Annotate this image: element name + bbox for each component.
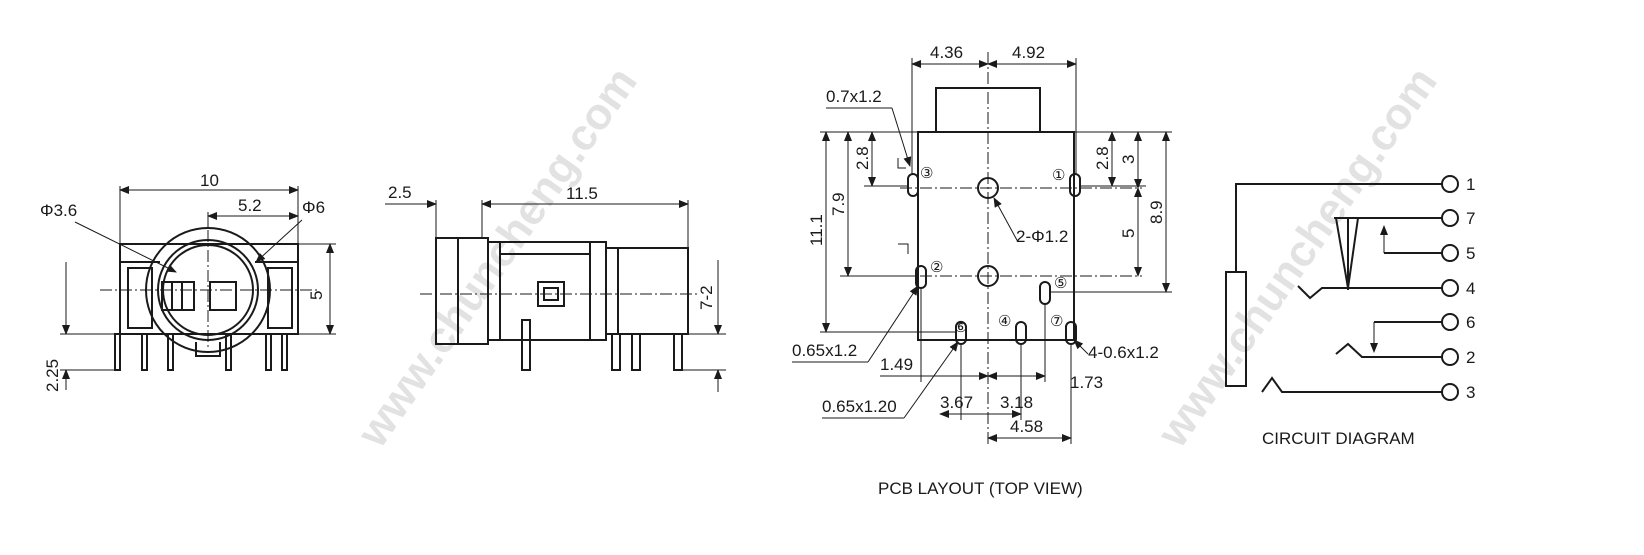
terminal-5 — [1441, 244, 1459, 262]
pcb-bottom-149-label: 1.49 — [880, 355, 913, 374]
side-view: 2.5 11.5 7-2 — [385, 183, 726, 392]
terminal-6 — [1441, 313, 1459, 331]
pcb-left-28-label: 2.8 — [853, 146, 872, 170]
pcb-slot — [1069, 173, 1081, 197]
pcb-right-28-label: 2.8 — [1093, 146, 1112, 170]
pcb-slot — [907, 173, 919, 197]
front-width-label: 10 — [200, 171, 219, 190]
terminal-label: 1 — [1466, 175, 1475, 194]
terminal-label: 4 — [1466, 279, 1475, 298]
side-lead-label: 2.5 — [388, 183, 412, 202]
watermark: www.chuncheng.com — [347, 58, 646, 456]
terminal-7 — [1441, 209, 1459, 227]
pcb-bottom-318-label: 3.18 — [1000, 393, 1033, 412]
terminal-4 — [1441, 279, 1459, 297]
side-length-label: 11.5 — [566, 184, 598, 203]
pcb-top-right-label: 4.92 — [1012, 43, 1045, 62]
terminal-label: 6 — [1466, 313, 1475, 332]
front-foot-label: 2.25 — [43, 359, 62, 392]
pcb-right-5-label: 5 — [1119, 229, 1138, 238]
pcb-slot-c-label: 4-0.6x1.2 — [1088, 343, 1159, 362]
pcb-pin-6: ⑥ — [954, 319, 967, 336]
pcb-pin-7: ⑦ — [1050, 313, 1063, 330]
pcb-left-111-label: 11.1 — [807, 214, 826, 246]
circuit-diagram: 1 7 5 4 6 2 3 CIRCUIT DIAGRAM — [1225, 175, 1475, 448]
pcb-pin-4: ④ — [998, 313, 1011, 330]
pcb-right-89-label: 8.9 — [1147, 200, 1166, 224]
pcb-pin-5: ⑤ — [1054, 275, 1067, 292]
front-outer-dia-label: Φ6 — [302, 198, 325, 217]
pcb-layout: ① ② ③ ④ ⑤ ⑥ ⑦ 4.36 4.92 0.7x1.2 2.8 7.9 … — [792, 43, 1172, 498]
pcb-slot-b-label: 0.65x1.20 — [822, 397, 897, 416]
terminal-1 — [1441, 175, 1459, 193]
pcb-bottom-367-label: 3.67 — [940, 393, 973, 412]
terminal-2 — [1441, 348, 1459, 366]
front-half-label: 5.2 — [238, 196, 262, 215]
pcb-slot-a-label: 0.65x1.2 — [792, 341, 857, 360]
pcb-holes-label: 2-Φ1.2 — [1016, 227, 1068, 246]
pcb-hole-upper — [977, 177, 999, 199]
pcb-caption: PCB LAYOUT (TOP VIEW) — [878, 479, 1083, 498]
pcb-pin-1: ① — [1052, 167, 1065, 184]
front-height-label: 5 — [307, 291, 326, 300]
watermark: www.chuncheng.com — [1147, 58, 1446, 456]
terminal-label: 2 — [1466, 348, 1475, 367]
pcb-bottom-458-label: 4.58 — [1010, 417, 1043, 436]
pcb-right-3-label: 3 — [1119, 155, 1138, 164]
front-view: 10 5.2 Φ3.6 Φ6 5 2.25 — [40, 171, 336, 392]
terminal-label: 3 — [1466, 383, 1475, 402]
pcb-bottom-173-label: 1.73 — [1070, 373, 1103, 392]
pcb-pin-3: ③ — [920, 165, 933, 182]
pcb-pin-2: ② — [930, 259, 943, 276]
side-pin-label: 7-2 — [697, 285, 716, 310]
terminal-label: 5 — [1466, 244, 1475, 263]
front-inner-dia-label: Φ3.6 — [40, 201, 77, 220]
terminal-label: 7 — [1466, 209, 1475, 228]
pcb-left-79-label: 7.9 — [829, 192, 848, 216]
circuit-caption: CIRCUIT DIAGRAM — [1262, 429, 1415, 448]
terminal-3 — [1441, 383, 1459, 401]
pcb-top-left-label: 4.36 — [930, 43, 963, 62]
pcb-slot-top-label: 0.7x1.2 — [826, 87, 882, 106]
pcb-slot — [1039, 281, 1051, 305]
pcb-hole-lower — [977, 265, 999, 287]
